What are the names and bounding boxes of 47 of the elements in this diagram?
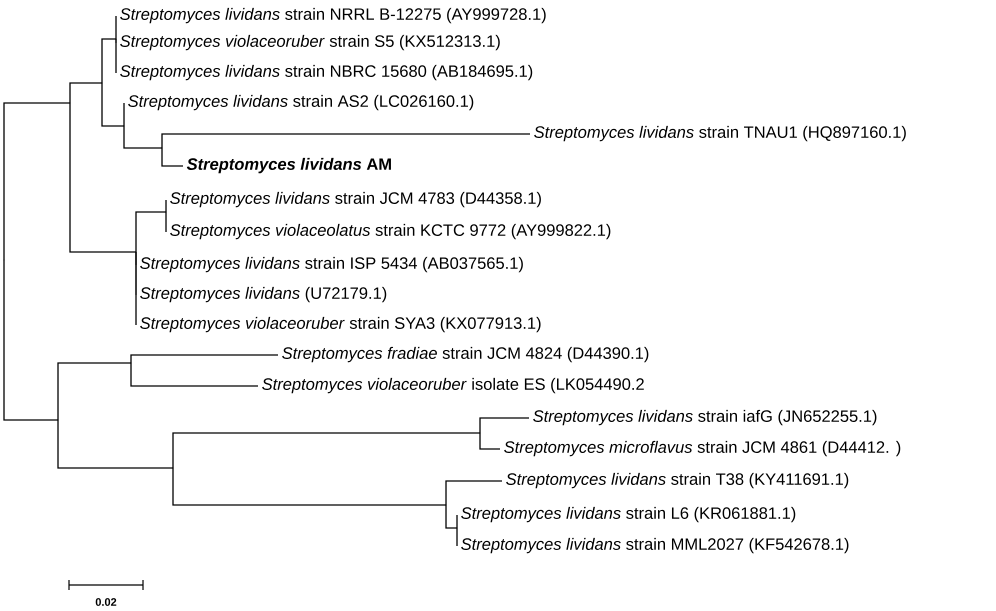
- taxon-label: Streptomyces lividans strain JCM 4783 (D44358.1): [170, 192, 541, 208]
- taxon-label: Streptomyces lividans strain NRRL B-12275 (AY999728.1): [120, 8, 546, 24]
- tree-branch: [135, 211, 166, 252]
- tree-branch: [456, 528, 458, 546]
- scale-label: 0.02: [96, 598, 116, 606]
- taxon-label: Streptomyces lividans strain TNAU1 (HQ897160.1): [534, 126, 906, 142]
- tree-branch: [445, 480, 502, 505]
- taxon-label: Streptomyces lividans AM: [186, 158, 391, 174]
- tree-branch: [69, 82, 102, 103]
- taxon-label: Streptomyces lividans strain NBRC 15680 (AB184695.1): [120, 64, 532, 80]
- tree-branch: [165, 212, 167, 232]
- tree-branch: [172, 468, 446, 506]
- tree-branch: [3, 260, 58, 421]
- taxon-label: Streptomyces lividans strain MML2027 (KF542678.1): [461, 538, 848, 554]
- tree-branch: [123, 126, 162, 149]
- taxon-label: Streptomyces lividans strain T38 (KY411691.1): [506, 472, 848, 488]
- tree-branch: [123, 103, 125, 126]
- taxon-label: Streptomyces violaceoruber isolate ES (LK054490.2: [262, 378, 644, 394]
- tree-branch: [101, 38, 116, 83]
- tree-branch: [456, 515, 458, 528]
- tree-branch: [130, 354, 278, 363]
- tree-branch: [69, 103, 136, 253]
- taxon-label: Streptomyces violaceoruber strain S5 (KX512313.1): [120, 34, 500, 50]
- tree-branch: [135, 252, 137, 325]
- taxon-label: Streptomyces violaceolatus strain KCTC 9772 (AY999822.1): [170, 224, 610, 240]
- taxon-label: Streptomyces violaceoruber strain SYA3 (KX077913.1): [140, 316, 541, 332]
- tree-branch: [115, 16, 117, 39]
- tree-branch: [161, 133, 530, 148]
- tree-branch: [165, 200, 167, 212]
- taxon-label: Streptomyces fradiae strain JCM 4824 (D44390.1): [282, 346, 648, 362]
- tree-branch: [101, 83, 124, 127]
- tree-branch: [479, 433, 500, 450]
- taxon-label: Streptomyces lividans (U72179.1): [140, 286, 386, 302]
- taxon-label: Streptomyces lividans strain AS2 (LC026160.1): [128, 94, 474, 110]
- taxon-label: Streptomyces lividans strain ISP 5434 (AB037565.1): [140, 256, 523, 272]
- tree-branch: [57, 420, 173, 469]
- tree-branch: [115, 39, 117, 73]
- taxon-label: Streptomyces microflavus strain JCM 4861 (D44412. ): [504, 440, 900, 456]
- tree-branch: [479, 417, 529, 433]
- taxon-label: Streptomyces lividans strain iafG (JN652255.1): [533, 410, 876, 426]
- taxon-label: Streptomyces lividans strain L6 (KR061881.1): [461, 506, 796, 522]
- tree-branch: [3, 102, 70, 260]
- tree-branch: [57, 362, 131, 420]
- tree-branch: [130, 363, 258, 387]
- tree-branch: [445, 505, 457, 529]
- tree-branch: [172, 432, 480, 468]
- tree-branch: [161, 148, 183, 167]
